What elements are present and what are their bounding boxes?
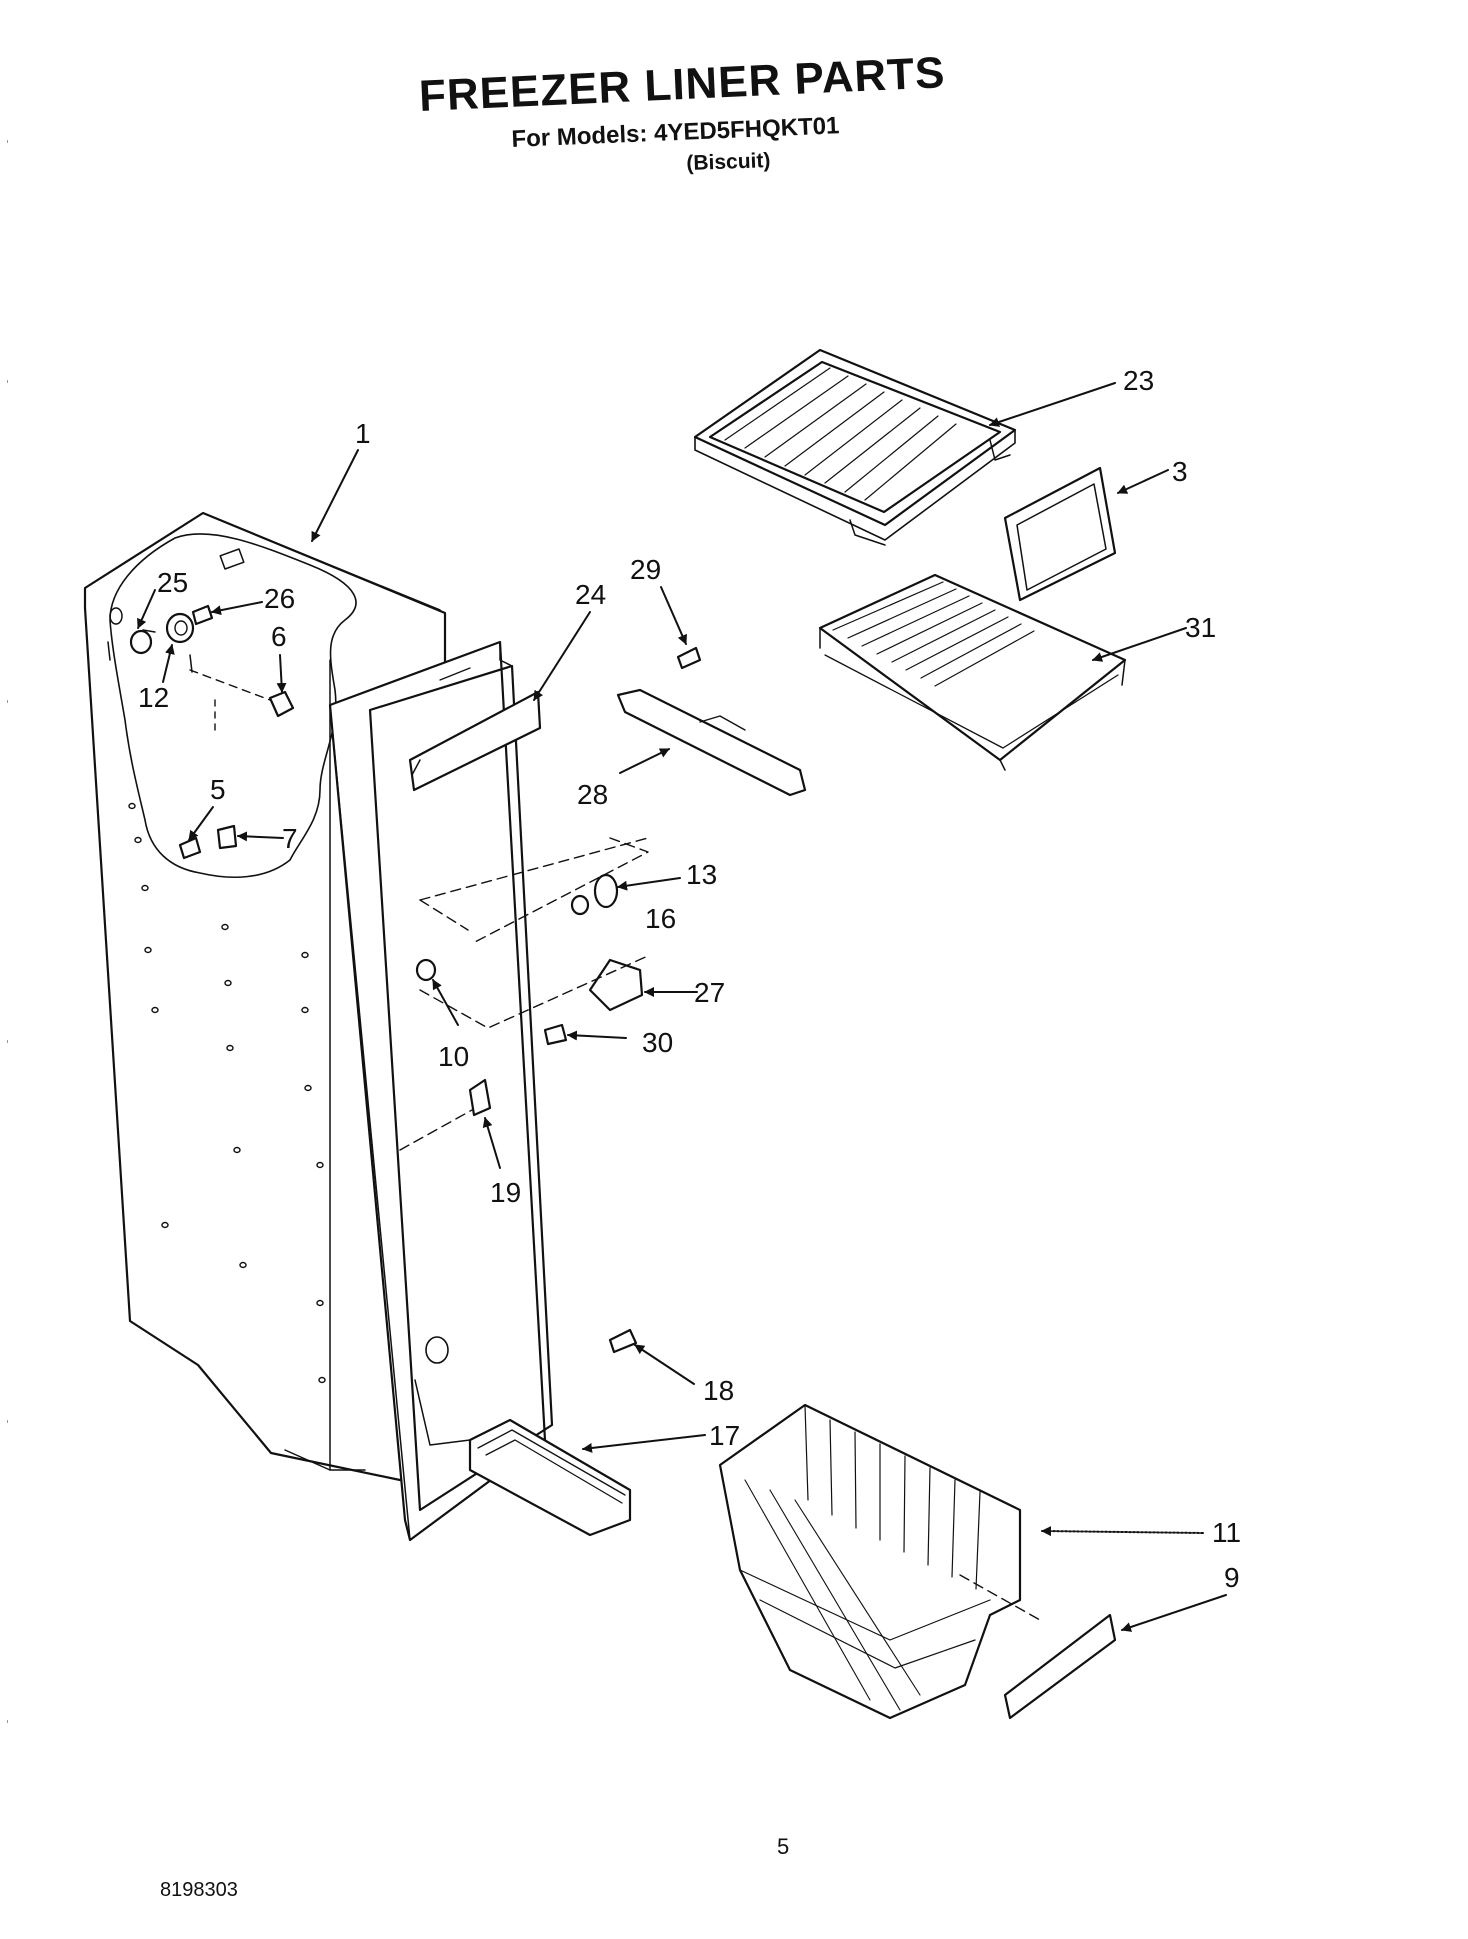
callout-leaders xyxy=(137,382,1227,1632)
callout-16: 16 xyxy=(645,903,676,934)
basket-label-holder xyxy=(959,1574,1117,1720)
callout-12: 12 xyxy=(138,682,169,713)
shelf-trim xyxy=(1003,466,1117,602)
callout-labels: 1 3 5 6 7 9 10 11 12 13 16 17 18 19 23 2… xyxy=(138,365,1241,1593)
document-number: 8198303 xyxy=(160,1879,238,1901)
sensor-housing-part-27-30-10 xyxy=(415,954,651,1046)
screw-part-29 xyxy=(676,646,702,670)
liner-mounting-holes xyxy=(128,802,326,1384)
callout-28: 28 xyxy=(577,779,608,810)
callout-18: 18 xyxy=(703,1375,734,1406)
screw-part-18 xyxy=(608,1328,638,1354)
callout-6: 6 xyxy=(271,621,287,652)
callout-10: 10 xyxy=(438,1041,469,1072)
light-socket-assembly xyxy=(129,604,214,655)
scan-edge-marks xyxy=(7,140,8,1723)
callout-9: 9 xyxy=(1224,1562,1240,1593)
callout-29: 29 xyxy=(630,554,661,585)
bulb-socket-part-13-16 xyxy=(419,837,649,943)
callout-17: 17 xyxy=(709,1420,740,1451)
wire-basket xyxy=(718,1403,1022,1720)
glass-shelf xyxy=(693,348,1017,546)
callout-24: 24 xyxy=(575,579,606,610)
callout-3: 3 xyxy=(1172,456,1188,487)
liner-top-trim xyxy=(408,690,542,792)
callout-13: 13 xyxy=(686,859,717,890)
page-number: 5 xyxy=(777,1834,790,1859)
bottom-grille xyxy=(468,1418,632,1537)
shelf-support-bracket xyxy=(616,688,807,797)
callout-23: 23 xyxy=(1123,365,1154,396)
callout-25: 25 xyxy=(157,567,188,598)
callout-19: 19 xyxy=(490,1177,521,1208)
switch-part-19 xyxy=(399,1078,492,1151)
callout-31: 31 xyxy=(1185,612,1216,643)
callout-30: 30 xyxy=(642,1027,673,1058)
callout-27: 27 xyxy=(694,977,725,1008)
callout-5: 5 xyxy=(210,774,226,805)
callout-7: 7 xyxy=(282,823,298,854)
callout-11: 11 xyxy=(1212,1517,1241,1548)
wire-shelf xyxy=(818,573,1127,771)
clip-part-6 xyxy=(189,669,295,731)
liner-front-frame xyxy=(328,640,554,1542)
sensor-part-5-7 xyxy=(178,824,238,860)
callout-26: 26 xyxy=(264,583,295,614)
callout-1: 1 xyxy=(355,418,371,449)
